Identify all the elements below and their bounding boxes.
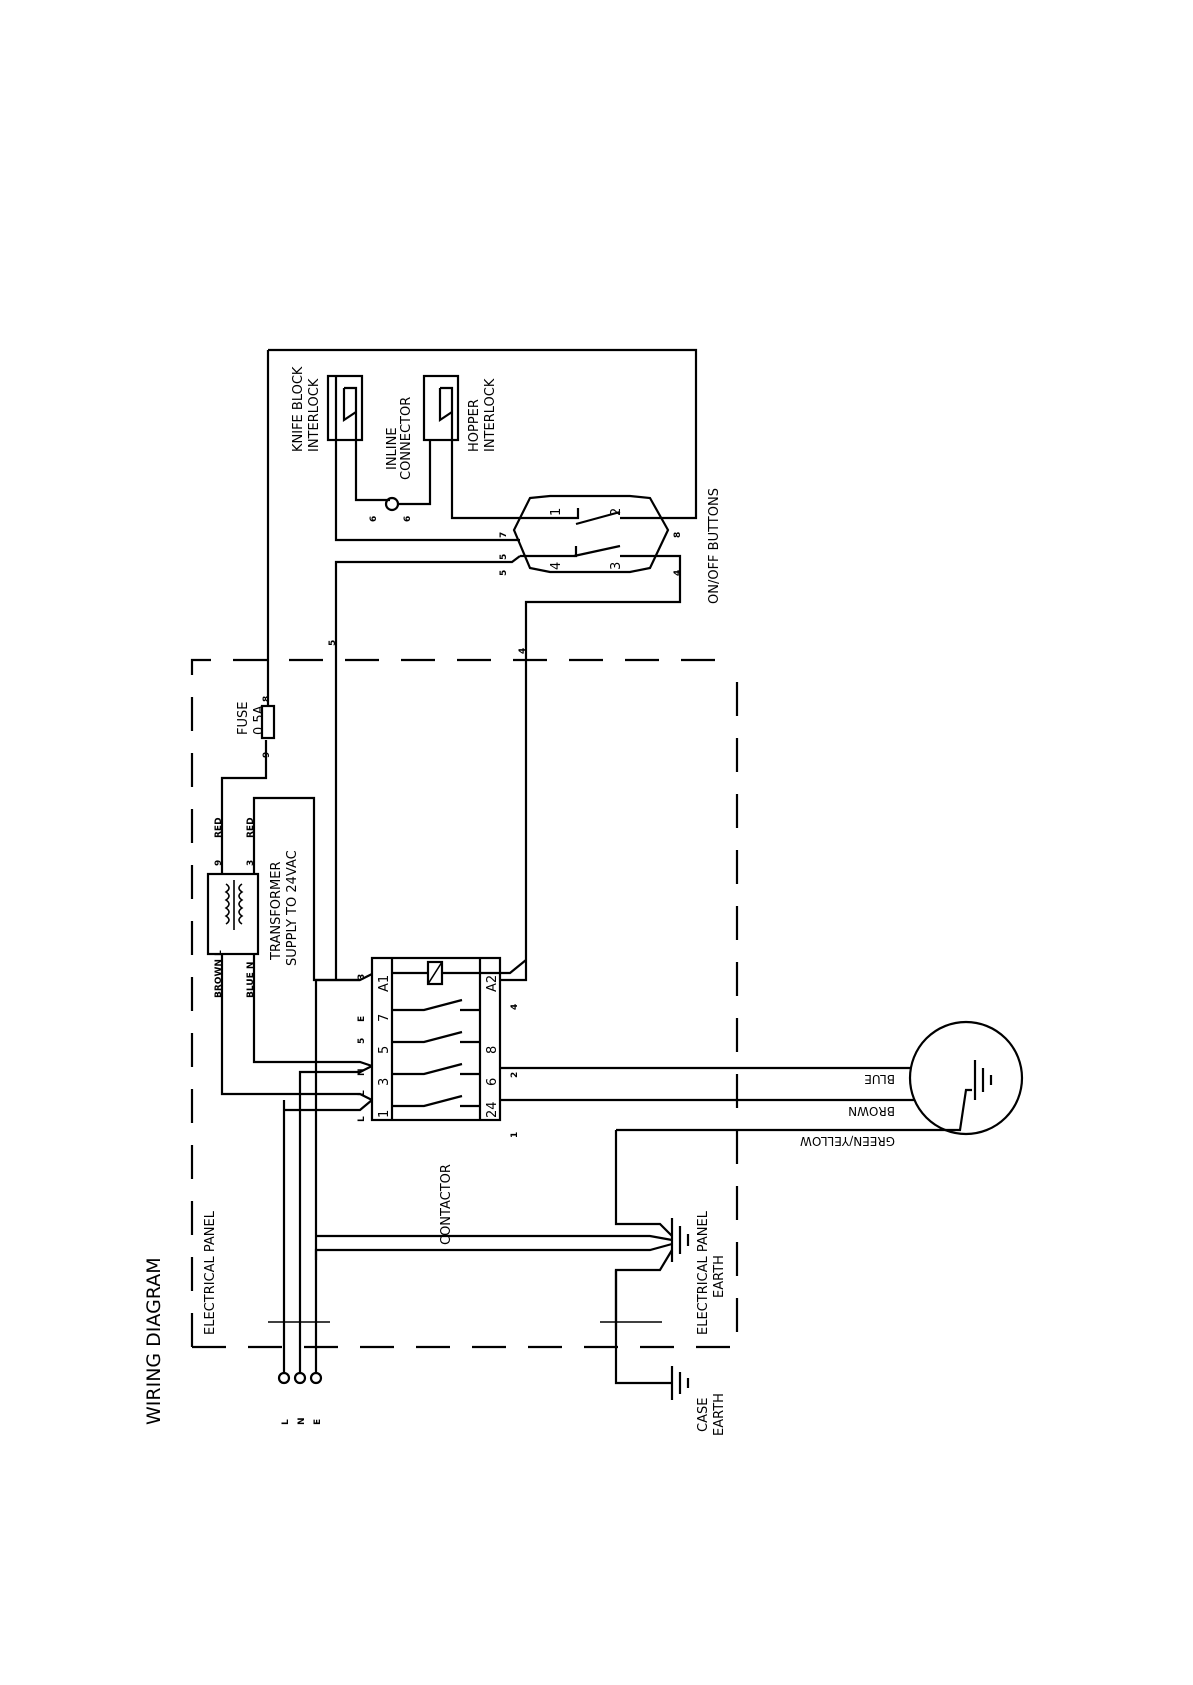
wire-7-onoff: 7: [499, 532, 509, 538]
term-L2: L: [357, 1116, 367, 1122]
electrical-panel-boundary: [190, 658, 739, 1349]
wire-8-fuse: 8: [262, 696, 272, 702]
hopper-interlock: [422, 374, 560, 520]
onoff-label: ON/OFF BUTTONS: [707, 488, 722, 604]
terminal-L-label: L: [281, 1419, 291, 1425]
contactor: [370, 956, 502, 1122]
supply-terminals: [268, 1100, 330, 1385]
wire-1: 1: [510, 1132, 520, 1138]
electrical-panel-label: ELECTRICAL PANEL: [203, 1210, 218, 1335]
onoff-contact-3: 3: [609, 562, 624, 570]
term-E: E: [357, 1016, 367, 1022]
contactor-pin-7: 7: [377, 1014, 392, 1022]
wire-8-onoff: 8: [673, 532, 683, 538]
fuse-label-2: 0.5A: [252, 705, 267, 735]
panel-earth-label-1: ELECTRICAL PANEL: [696, 1210, 711, 1335]
wire-2: 2: [510, 1072, 520, 1078]
onoff-contact-2: 2: [609, 508, 624, 516]
green-yellow-wire-label: GREEN/YELLOW: [800, 1134, 895, 1148]
contactor-pin-5: 5: [377, 1046, 392, 1054]
wire-4: 4: [518, 648, 528, 654]
knife-block-label-2: INTERLOCK: [307, 378, 322, 452]
red-label-2: RED: [246, 817, 256, 838]
wire-5b-onoff: 5: [499, 570, 509, 576]
diagram-title: WIRING DIAGRAM: [143, 1257, 165, 1425]
wire-9-fuse: 9: [262, 752, 272, 758]
onoff-contact-4: 4: [549, 562, 564, 570]
case-earth-label-1: CASE: [696, 1398, 711, 1432]
term-3: 3: [357, 974, 367, 980]
case-earth-label-2: EARTH: [712, 1393, 727, 1436]
fuse-label-1: FUSE: [236, 702, 251, 735]
contactor-pin-8: 8: [485, 1046, 500, 1054]
panel-earth-icon: [614, 1130, 690, 1330]
term-N: N: [357, 1068, 367, 1076]
knife-block-interlock: [326, 374, 390, 502]
case-earth-icon: [600, 1270, 690, 1400]
brown-wire-label: BROWN: [848, 1104, 895, 1118]
terminal-N-label: N: [297, 1417, 307, 1425]
contactor-pin-6: 6: [485, 1078, 500, 1086]
supply-wiring: [282, 973, 673, 1260]
wire-6b: 6: [403, 516, 413, 522]
control-wiring: [268, 348, 698, 982]
fuse: [260, 350, 276, 740]
terminal-E-label: E: [313, 1419, 323, 1425]
term-5: 5: [357, 1038, 367, 1044]
onoff-contact-1: 1: [549, 508, 564, 516]
wire-3-tr: 3: [246, 860, 256, 866]
inline-label-1: INLINE: [385, 427, 400, 470]
hopper-label-1: HOPPER: [467, 399, 482, 452]
wire-5a-onoff: 5: [499, 554, 509, 560]
transformer: [206, 740, 373, 1101]
contactor-label: CONTACTOR: [439, 1164, 454, 1245]
transformer-label-2: SUPPLY TO 24VAC: [285, 850, 300, 966]
blue-n-label: BLUE N: [246, 962, 256, 998]
brown-l-label: BROWN L: [214, 950, 224, 998]
blue-wire-label: BLUE: [864, 1072, 895, 1086]
wire-9-tr: 9: [214, 860, 224, 866]
on-off-buttons: [512, 494, 672, 574]
contactor-pin-3: 3: [377, 1078, 392, 1086]
contactor-pin-1: 1: [377, 1110, 392, 1118]
inline-label-2: CONNECTOR: [399, 397, 414, 480]
contactor-pin-A2: A2: [485, 975, 500, 992]
contactor-pin-A1: A1: [377, 975, 392, 992]
hopper-label-2: INTERLOCK: [483, 378, 498, 452]
inline-connector: [384, 440, 432, 512]
wire-4-onoff: 4: [673, 570, 683, 576]
wire-6a: 6: [369, 516, 379, 522]
red-label-1: RED: [214, 817, 224, 838]
transformer-label-1: TRANSFORMER: [269, 861, 284, 961]
contactor-pin-24: 24: [485, 1101, 500, 1118]
wire-5: 5: [328, 640, 338, 646]
wire-4-a2: 4: [510, 1004, 520, 1010]
knife-block-label-1: KNIFE BLOCK: [291, 366, 306, 452]
panel-earth-label-2: EARTH: [712, 1255, 727, 1298]
term-L1: L: [357, 1090, 367, 1096]
motor: [500, 1020, 1024, 1136]
